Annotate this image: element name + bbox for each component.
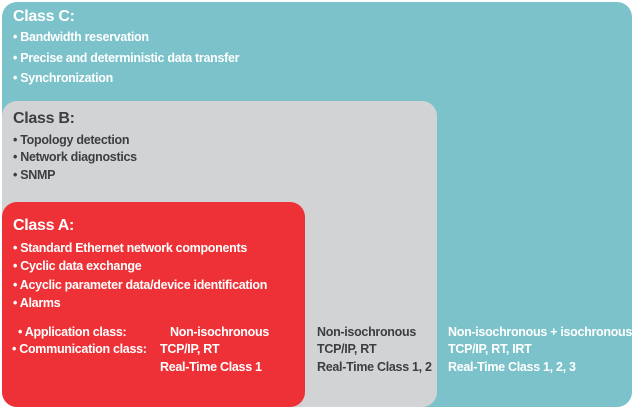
class-b-item: • Network diagnostics (13, 150, 137, 164)
class-c-communication-value: Real-Time Class 1, 2, 3 (448, 360, 576, 374)
class-b-communication-value: Real-Time Class 1, 2 (317, 360, 432, 374)
communication-class-row-label: • Communication class: (12, 342, 147, 356)
class-a-communication-value: TCP/IP, RT (160, 342, 220, 356)
class-a-box (2, 202, 305, 407)
class-a-communication-value: Real-Time Class 1 (160, 360, 262, 374)
class-b-item: • SNMP (13, 168, 56, 182)
class-a-item: • Acyclic parameter data/device identifi… (13, 278, 268, 292)
class-b-item: • Topology detection (13, 133, 130, 147)
class-a-item: • Alarms (13, 296, 61, 310)
class-b-communication-value: TCP/IP, RT (317, 342, 377, 356)
class-b-application-value: Non-isochronous (317, 325, 416, 339)
class-a-item: • Standard Ethernet network components (13, 241, 247, 255)
class-c-application-value: Non-isochronous + isochronous (448, 325, 633, 339)
class-a-title: Class A: (13, 217, 75, 234)
class-c-title: Class C: (13, 8, 75, 25)
class-c-item: • Precise and deterministic data transfe… (13, 51, 240, 65)
class-c-item: • Bandwidth reservation (13, 30, 149, 44)
class-b-title: Class B: (13, 110, 75, 127)
class-a-application-value: Non-isochronous (170, 325, 269, 339)
application-class-row-label: • Application class: (18, 325, 127, 339)
class-c-communication-value: TCP/IP, RT, IRT (448, 342, 532, 356)
class-c-item: • Synchronization (13, 71, 113, 85)
class-a-item: • Cyclic data exchange (13, 259, 142, 273)
